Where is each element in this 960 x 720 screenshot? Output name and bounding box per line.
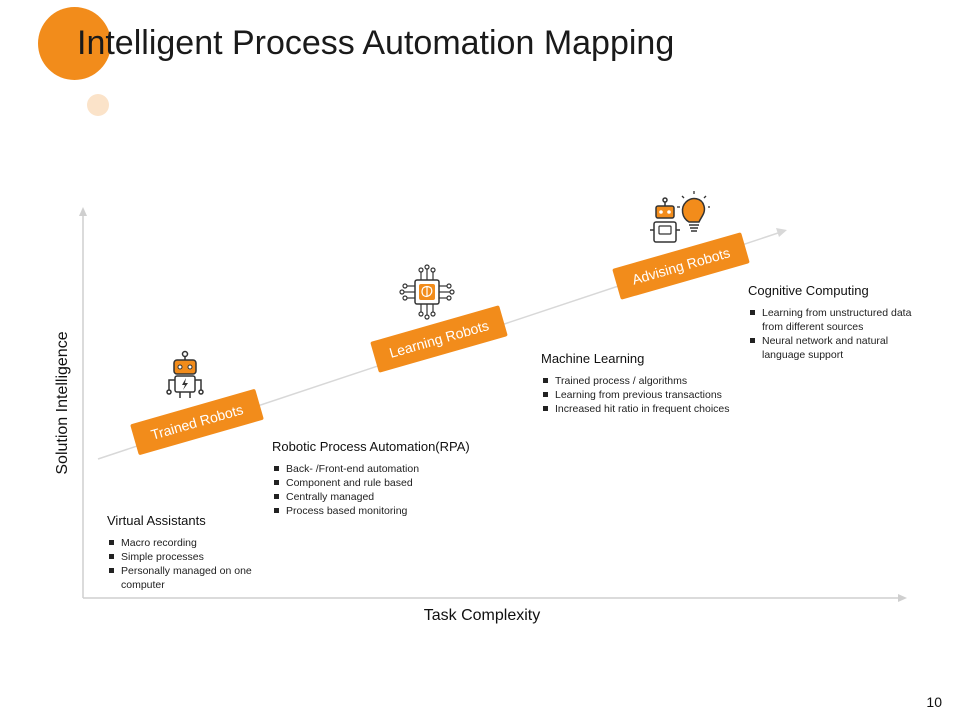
robot-icon: [166, 350, 204, 398]
block-virtual-assistants: Virtual Assistants Macro recording Simpl…: [107, 513, 287, 592]
list-item: Neural network and natural language supp…: [748, 334, 918, 362]
list-item: Learning from previous transactions: [541, 388, 781, 402]
block-heading: Cognitive Computing: [748, 283, 869, 298]
chip-brain-icon: [399, 264, 455, 320]
block-heading: Virtual Assistants: [107, 513, 206, 528]
list-item: Trained process / algorithms: [541, 374, 781, 388]
bullet-list: Trained process / algorithms Learning fr…: [541, 374, 781, 416]
x-axis-arrow: [898, 594, 907, 602]
list-item: Simple processes: [107, 550, 287, 564]
list-item: Centrally managed: [272, 490, 512, 504]
y-axis-label: Solution Intelligence: [54, 331, 71, 475]
robot-lightbulb-icon: [650, 191, 710, 243]
bullet-list: Back- /Front-end automation Component an…: [272, 462, 512, 518]
block-machine-learning: Machine Learning Trained process / algor…: [541, 351, 781, 416]
block-heading: Robotic Process Automation(RPA): [272, 439, 470, 454]
block-heading: Machine Learning: [541, 351, 645, 366]
y-axis-arrow: [79, 207, 87, 216]
list-item: Increased hit ratio in frequent choices: [541, 402, 781, 416]
list-item: Process based monitoring: [272, 504, 512, 518]
list-item: Back- /Front-end automation: [272, 462, 512, 476]
page-number: 10: [926, 694, 942, 710]
decorative-circle-large: [38, 7, 111, 80]
list-item: Learning from unstructured data from dif…: [748, 306, 918, 334]
block-cognitive-computing: Cognitive Computing Learning from unstru…: [748, 283, 918, 362]
bullet-list: Learning from unstructured data from dif…: [748, 306, 918, 362]
x-axis-label: Task Complexity: [423, 607, 541, 624]
trend-arrow: [776, 228, 787, 237]
list-item: Personally managed on one computer: [107, 564, 287, 592]
block-rpa: Robotic Process Automation(RPA) Back- /F…: [272, 439, 512, 518]
list-item: Component and rule based: [272, 476, 512, 490]
list-item: Macro recording: [107, 536, 287, 550]
page-title: Intelligent Process Automation Mapping: [77, 24, 675, 62]
bullet-list: Macro recording Simple processes Persona…: [107, 536, 287, 592]
decorative-circle-small: [87, 94, 109, 116]
